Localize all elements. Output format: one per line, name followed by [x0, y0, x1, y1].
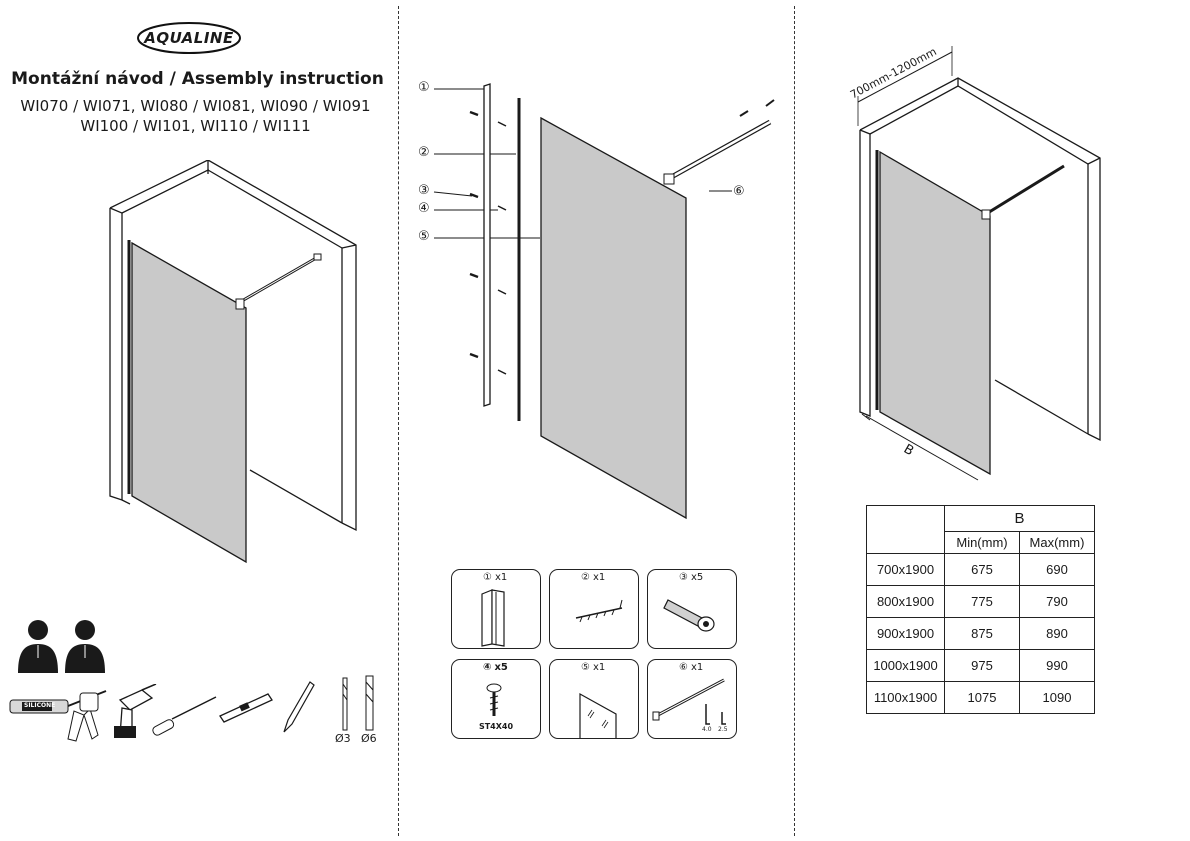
seal-strip-icon	[575, 599, 623, 623]
dimension-glass-panel	[879, 150, 991, 476]
drill-bit-3-label: Ø3	[335, 732, 351, 745]
part-qty: x5	[690, 572, 704, 583]
silicone-gun-icon	[9, 690, 107, 742]
part-id: ③	[679, 572, 688, 583]
drill-bit-6-label: Ø6	[361, 732, 377, 745]
silicone-label: SILICONE	[24, 702, 56, 709]
part-qty: x1	[592, 662, 606, 673]
table-row: 900x1900 875 890	[866, 617, 1095, 650]
models-line-1: WI070 / WI071, WI080 / WI081, WI090 / WI…	[20, 97, 371, 115]
part-id: ④	[483, 662, 492, 673]
drill-bit-6-icon	[365, 675, 374, 731]
callout-6: ⑥	[733, 184, 745, 199]
min-cell: 875	[944, 617, 1020, 650]
table-row: 800x1900 775 790	[866, 585, 1095, 618]
part-qty: x1	[690, 662, 704, 673]
glass-panel	[131, 241, 247, 564]
table-row: 700x1900 675 690	[866, 553, 1095, 586]
drill-bit-3-icon	[342, 677, 348, 731]
glass-panel-icon	[579, 692, 617, 738]
screw-caption: ST4X40	[478, 722, 514, 731]
min-cell: 775	[944, 585, 1020, 618]
logo-oval-icon	[137, 22, 241, 54]
brand-logo: AQUALINE	[136, 21, 242, 55]
callout-2: ②	[418, 145, 430, 160]
hex-key-1-label: 4.0	[702, 726, 712, 733]
exploded-glass-panel	[540, 116, 687, 520]
callout-5: ⑤	[418, 229, 430, 244]
dimension-drawing	[857, 46, 1101, 481]
screwdriver-icon	[152, 696, 217, 736]
wall-dowel-icon	[663, 599, 715, 632]
max-cell: 690	[1019, 553, 1095, 586]
max-cell: 1090	[1019, 681, 1095, 714]
exploded-parts-drawing	[433, 83, 775, 520]
wall-profile	[483, 83, 491, 407]
part-id: ⑥	[679, 662, 688, 673]
size-table-min-header: Min(mm)	[944, 531, 1020, 554]
two-installers-icon	[18, 620, 105, 673]
size-cell: 1000x1900	[866, 649, 945, 682]
part-qty: x1	[494, 572, 508, 583]
min-cell: 1075	[944, 681, 1020, 714]
min-cell: 975	[944, 649, 1020, 682]
max-cell: 790	[1019, 585, 1095, 618]
part-id: ⑤	[581, 662, 590, 673]
callout-4: ④	[418, 201, 430, 216]
size-table-group-header: B	[944, 505, 1095, 532]
size-cell: 700x1900	[866, 553, 945, 586]
min-cell: 675	[944, 553, 1020, 586]
size-cell: 800x1900	[866, 585, 945, 618]
pencil-icon	[283, 681, 315, 733]
drill-icon	[114, 684, 157, 738]
size-table-corner	[866, 505, 945, 554]
table-row: 1100x1900 1075 1090	[866, 681, 1095, 714]
part-qty: x5	[494, 662, 508, 673]
divider-right	[794, 6, 795, 836]
divider-left	[398, 6, 399, 836]
page-title: Montážní návod / Assembly instruction	[11, 69, 384, 89]
part-qty: x1	[592, 572, 606, 583]
stabilizer-bar-icon	[652, 678, 726, 725]
size-table-max-header: Max(mm)	[1019, 531, 1095, 554]
screw-icon	[486, 683, 502, 716]
part-id: ①	[483, 572, 492, 583]
size-table: B Min(mm) Max(mm) 700x1900 675 690 800x1…	[866, 505, 1095, 714]
models-line-2: WI100 / WI101, WI110 / WI111	[80, 117, 311, 135]
part-id: ②	[581, 572, 590, 583]
callout-1: ①	[418, 80, 430, 95]
size-cell: 900x1900	[866, 617, 945, 650]
logo-text: AQUALINE	[144, 29, 234, 47]
max-cell: 890	[1019, 617, 1095, 650]
installed-shower-drawing	[109, 160, 357, 564]
size-cell: 1100x1900	[866, 681, 945, 714]
hex-key-2-label: 2.5	[718, 726, 728, 733]
wall-profile-icon	[481, 589, 505, 647]
spirit-level-icon	[219, 693, 273, 723]
table-row: 1000x1900 975 990	[866, 649, 1095, 682]
max-cell: 990	[1019, 649, 1095, 682]
callout-3: ③	[418, 183, 430, 198]
